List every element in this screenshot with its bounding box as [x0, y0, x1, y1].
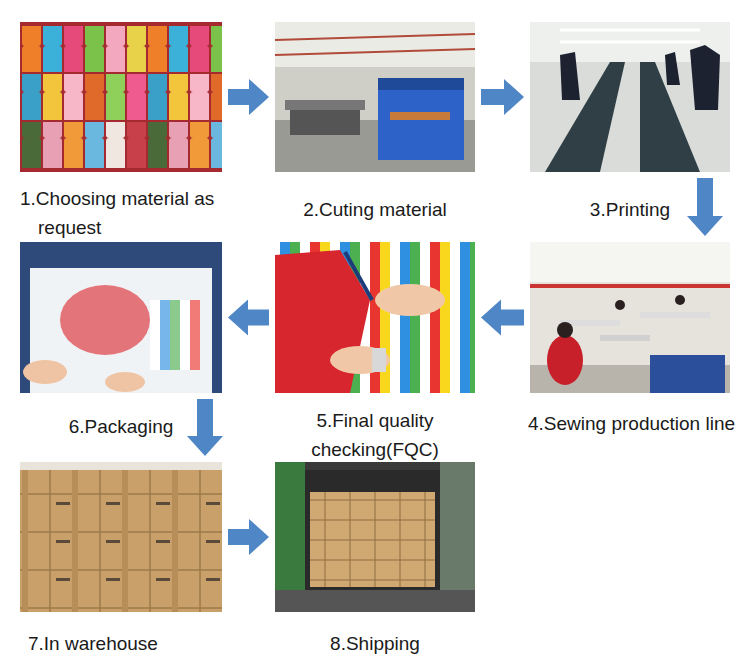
flow-arrow	[187, 399, 223, 456]
process-step: 3.Printing	[530, 22, 730, 172]
printing-line-photo	[530, 22, 730, 172]
step-caption: 4.Sewing production line	[528, 410, 746, 439]
step-caption: 5.Final quality checking(FQC)	[270, 407, 480, 464]
step-caption: 7.In warehouse	[28, 630, 228, 659]
step-caption: 1.Choosing material as request	[20, 185, 235, 242]
flow-arrow	[228, 519, 269, 555]
flow-arrow	[687, 178, 723, 236]
flow-arrow	[481, 300, 524, 336]
step-caption: 6.Packaging	[16, 413, 226, 442]
process-step: 2.Cuting material	[275, 22, 475, 172]
step-caption: 2.Cuting material	[270, 196, 480, 225]
warehouse-photo	[20, 462, 222, 612]
process-step: 4.Sewing production line	[530, 242, 730, 393]
quality-check-photo	[275, 242, 475, 393]
process-step: 7.In warehouse	[20, 462, 222, 612]
flow-arrow	[228, 79, 269, 115]
shipping-container-photo	[275, 462, 475, 612]
process-step: 6.Packaging	[20, 242, 222, 393]
felt-rolls-photo	[20, 22, 222, 172]
step-caption: 3.Printing	[525, 196, 735, 225]
process-step: 8.Shipping	[275, 462, 475, 612]
process-step: 5.Final quality checking(FQC)	[275, 242, 475, 393]
process-step: 1.Choosing material as request	[20, 22, 222, 172]
flow-arrow	[481, 79, 524, 115]
packaging-photo	[20, 242, 222, 393]
cutting-room-photo	[275, 22, 475, 172]
flow-arrow	[228, 300, 269, 336]
sewing-line-photo	[530, 242, 730, 393]
step-caption: 8.Shipping	[270, 630, 480, 659]
